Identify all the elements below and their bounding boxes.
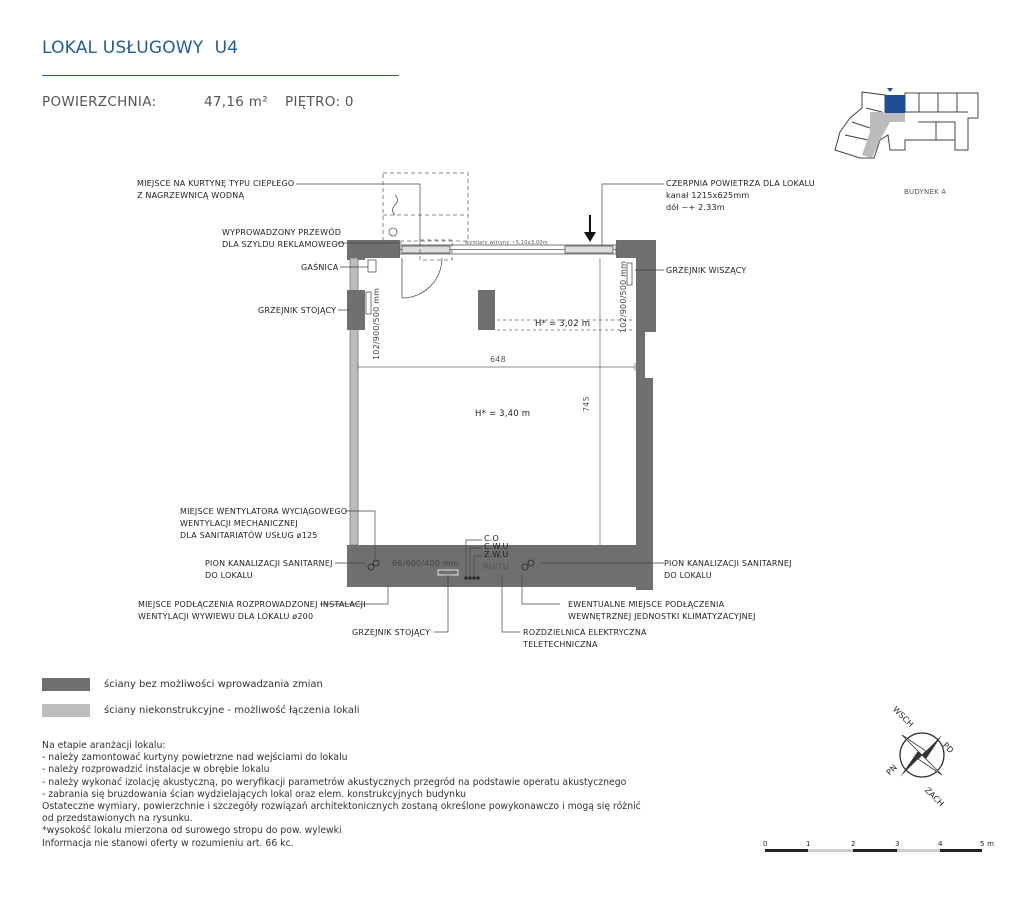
legend-text-structural: ściany bez możliwości wprowadzania zmian [104, 679, 323, 690]
riser-co: C.O [484, 534, 500, 543]
note-line: - należy wykonać izolację akustyczną, po… [42, 776, 627, 788]
note-line: - zabrania się bruzdowania ścian wydziel… [42, 788, 467, 800]
page-title: LOKAL USŁUGOWY U4 [42, 38, 239, 58]
note-line: - należy zamontować kurtyny powietrzne n… [42, 752, 348, 764]
notes: Na etapie aranżacji lokalu: - należy zam… [42, 740, 641, 850]
note-line: *wysokość lokalu mierzona od surowego st… [42, 825, 342, 837]
riser-zwu: Z.W.U [484, 550, 509, 559]
riser-rutu: RU/TU [483, 562, 509, 571]
column [478, 290, 495, 330]
key-plan-corridor [862, 112, 905, 158]
key-plan [834, 91, 979, 159]
dimension-depth: 745 [582, 396, 591, 412]
key-plan-marker [887, 88, 893, 92]
note-line: - należy rozprowadzić instalacje w obręb… [42, 764, 270, 776]
riser-symbols [367, 559, 535, 571]
window-dimension: wymiary witryny ~5,10x3,00m [465, 240, 548, 246]
scale-tick: 4 [938, 840, 943, 848]
label-extinguisher: GAŚNICA [301, 263, 339, 272]
note-line: od przedstawionych na rysunku. [42, 813, 193, 825]
floor-label: PIĘTRO: 0 [285, 94, 354, 110]
radiator-size-right: 102/900/500 mm [619, 260, 628, 333]
radiator-left-symbol [365, 291, 372, 315]
light-wall-left [349, 257, 359, 546]
door-swing [401, 257, 443, 299]
legend-text-light: ściany niekonstrukcyjne - możliwość łącz… [104, 705, 360, 716]
note-line: Na etapie aranżacji lokalu: [42, 740, 166, 751]
label-radiator-standing-bottom: GRZEJNIK STOJĄCY [352, 628, 431, 637]
key-plan-highlight [885, 95, 905, 113]
extinguisher-symbol [367, 259, 377, 273]
curtain-outline [382, 172, 469, 261]
height-main: H* = 3,40 m [475, 409, 531, 419]
note-line: Ostateczne wymiary, powierzchnie i szcze… [42, 801, 641, 813]
radiator-size-left: 102/900/500 mm [372, 287, 381, 360]
area-label: POWIERZCHNIA: [42, 94, 157, 110]
label-radiator-hanging: GRZEJNIK WISZĄCY [666, 266, 747, 275]
note-line: Informacja nie stanowi oferty w rozumien… [42, 837, 294, 849]
scale-tick: 3 [895, 840, 900, 848]
scale-tick: 5 m [980, 840, 995, 848]
dimension-lines [357, 258, 636, 545]
dimension-width: 648 [490, 355, 506, 364]
label-vent-supply: MIEJSCE PODŁĄCZENIA ROZPROWADZONEJ INSTA… [138, 600, 366, 621]
compass-rose [899, 732, 945, 778]
air-intake-arrow [584, 215, 596, 242]
height-lowered: H* = 3,02 m [535, 319, 591, 329]
riser-cwu: C.W.U [484, 542, 509, 551]
scale-tick: 0 [763, 840, 768, 848]
scale-bar [765, 849, 982, 852]
key-plan-caption: BUDYNEK A [904, 188, 947, 196]
scale-tick: 1 [806, 840, 811, 848]
label-radiator-standing-left: GRZEJNIK STOJĄCY [258, 306, 337, 315]
radiator-hanging-symbol [626, 262, 633, 286]
leader-lines [296, 183, 664, 633]
scale-tick: 2 [851, 840, 856, 848]
legend-swatch-light [42, 704, 90, 717]
radiator-size-bottom: 66/600/400 mm [392, 559, 459, 568]
storefront-window [399, 244, 617, 255]
area-value: 47,16 m² [204, 94, 268, 110]
title-underline [42, 75, 399, 76]
legend-swatch-structural [42, 678, 90, 691]
